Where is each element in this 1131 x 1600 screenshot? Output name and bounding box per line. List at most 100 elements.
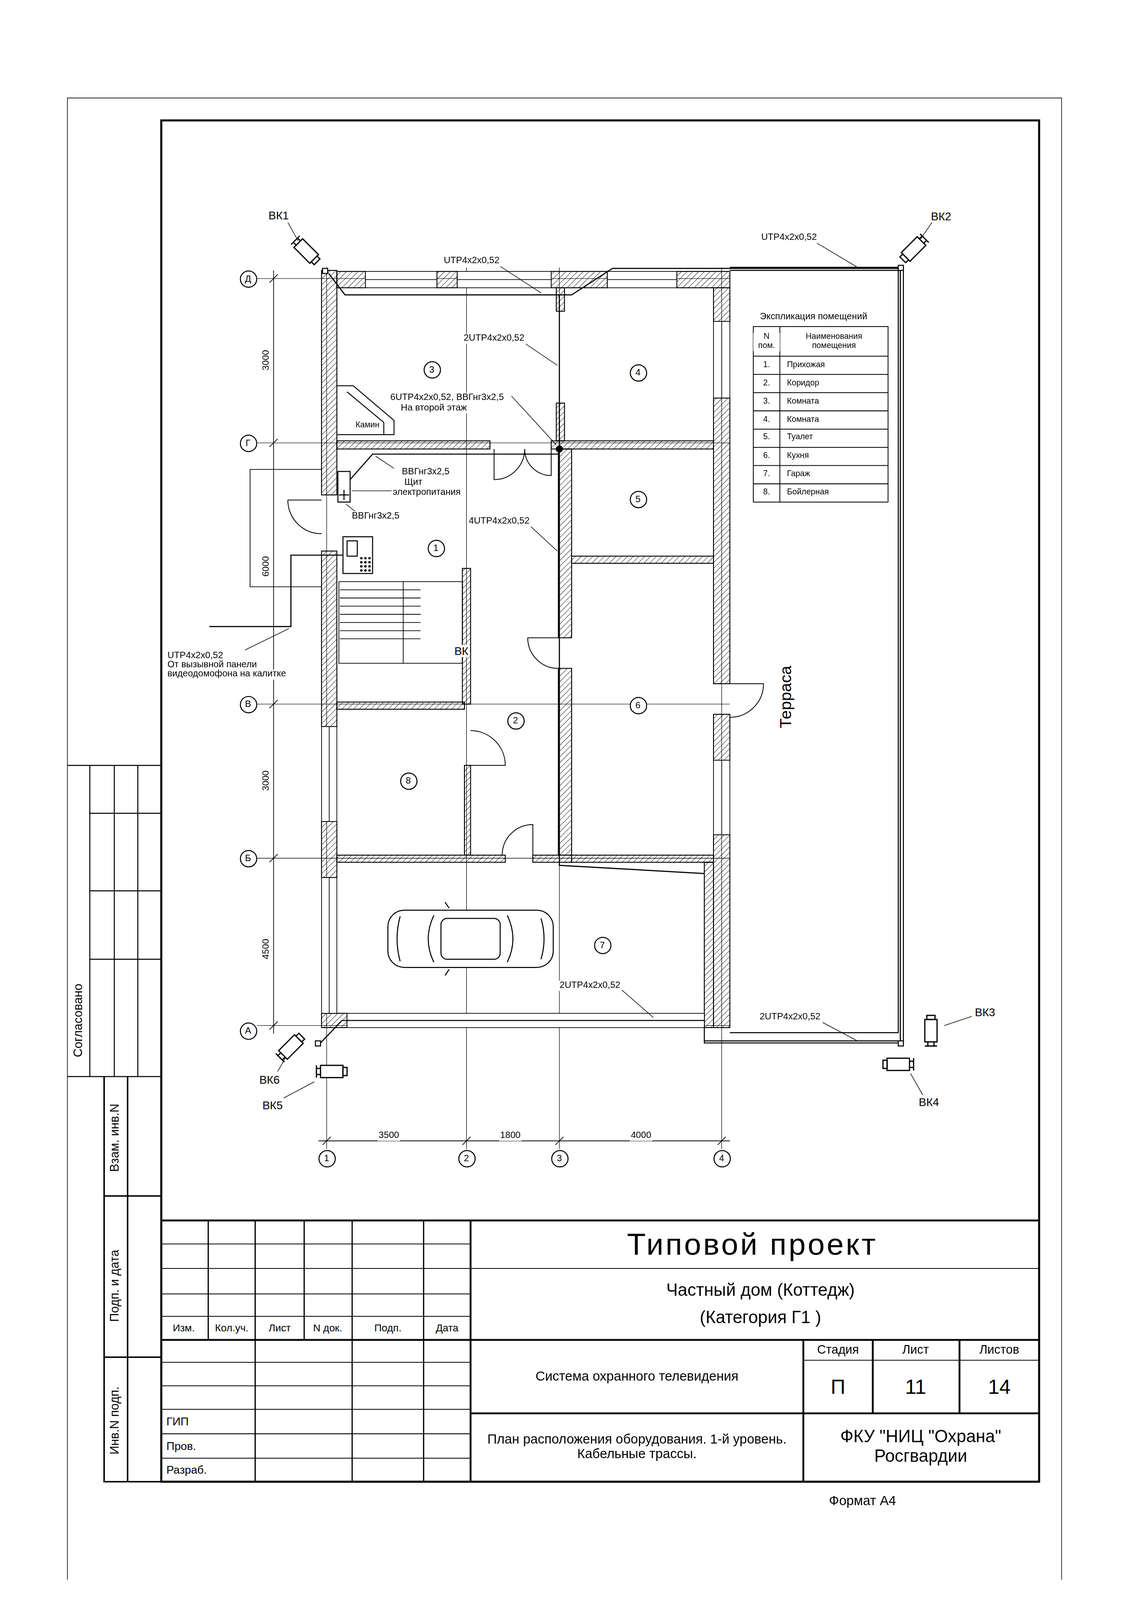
cable-note: От вызывной панели [166, 660, 258, 671]
dimension: 4000 [629, 1131, 652, 1142]
title-block-text: П [829, 1375, 847, 1399]
walls [336, 855, 506, 863]
node-text: 7 [599, 940, 605, 950]
dimension: 6000 [261, 555, 272, 578]
camera-mounts [315, 265, 904, 1047]
table-cell: Туалет [786, 433, 814, 444]
camera-mounts [898, 265, 904, 271]
leader-lines [244, 222, 972, 1099]
stamp-text: Подп. и дата [108, 1249, 123, 1324]
camera-label: ВК5 [261, 1099, 284, 1112]
table-title: Экспликация помещений [758, 312, 869, 323]
walls [713, 398, 730, 684]
walls [551, 271, 608, 288]
node-text: 8 [405, 776, 411, 786]
equipment-label: электропитания [391, 488, 462, 499]
walls [321, 270, 730, 1028]
car-illustration [387, 910, 553, 968]
porch-outline [250, 469, 322, 587]
intercom-monitor [343, 536, 373, 574]
windows [365, 271, 438, 288]
power-panel [338, 471, 351, 503]
dimension: 1800 [499, 1131, 522, 1142]
walls [336, 441, 490, 450]
stairs [339, 581, 421, 664]
title-block-title: Типовой проект [625, 1227, 879, 1262]
table-cell: 5. [762, 433, 772, 444]
title-block [161, 1220, 1040, 1483]
walls [321, 270, 338, 496]
table-cell: Комната [786, 415, 821, 425]
side-stamp [67, 765, 162, 1483]
table-cell: 6. [762, 452, 772, 462]
doors [287, 448, 764, 855]
room-number: 5 [629, 490, 647, 508]
windows [457, 279, 552, 281]
cable-routes [349, 454, 560, 480]
title-block [161, 1244, 1040, 1459]
camera-label: ВК2 [929, 210, 953, 223]
cable-label: UTP4x2x0,52 [442, 256, 501, 267]
node-text: 1 [323, 1153, 329, 1163]
intercom-monitor [368, 565, 371, 568]
terrace-outline [704, 267, 904, 1043]
cable-label: 6UTP4x2x0,52, ВВГнг3х2,5 [389, 393, 505, 404]
table-cell: 3. [762, 397, 772, 407]
intercom-monitor [359, 565, 363, 568]
dimension: 3000 [261, 769, 272, 793]
cable-label: На второй этаж [399, 403, 468, 414]
area-label: Терраса [776, 664, 795, 730]
node-text: Г [245, 438, 251, 448]
title-block-text: Пров. [165, 1440, 197, 1453]
title-block-text: Подп. [373, 1322, 403, 1335]
room-number: 3 [422, 360, 441, 379]
leader-lines [283, 1082, 315, 1099]
leader-lines [287, 222, 298, 241]
leader-lines [822, 1022, 858, 1042]
dimension-lines [273, 270, 730, 1142]
walls [558, 448, 572, 638]
cable-label: 2UTP4x2x0,52 [758, 1012, 822, 1023]
side-stamp [104, 1076, 162, 1482]
walls [676, 271, 730, 288]
walls [571, 855, 714, 863]
camera-label: ВК4 [917, 1096, 941, 1109]
doors [287, 500, 322, 534]
node-text: 6 [635, 700, 641, 710]
table-cell: 2. [762, 379, 772, 389]
node-text: В [244, 699, 251, 709]
camera-symbol [275, 1031, 306, 1063]
doors [524, 448, 552, 476]
equipment-label: Щит [403, 477, 424, 488]
node-text: А [244, 1026, 251, 1036]
terrace-outline [729, 270, 899, 1033]
camera-mounts [898, 1041, 904, 1047]
walls [704, 862, 714, 1028]
title-block-text: ГИП [165, 1415, 190, 1429]
riser-junction [555, 445, 563, 454]
title-block-text: Листов [978, 1343, 1021, 1358]
stamp-text: Взам. инв.N [108, 1103, 123, 1174]
equipment-label: Камин [354, 421, 381, 431]
camera-mounts [322, 268, 328, 274]
node-text: Д [244, 274, 252, 284]
car-illustration [441, 918, 501, 960]
windows [607, 279, 677, 281]
table-cell: Бойлерная [786, 488, 830, 498]
cable-routes [328, 273, 560, 296]
axis-bubble: Г [239, 434, 257, 452]
node-text: Б [244, 854, 251, 864]
table-cell: 7. [762, 470, 772, 480]
node-text: 3 [429, 364, 435, 375]
dimension-lines [269, 274, 278, 1031]
doors [527, 637, 559, 669]
fireplace-symbol [336, 385, 394, 435]
camera-symbol [275, 234, 937, 1079]
explication-table [753, 326, 888, 503]
windows [321, 726, 338, 822]
intercom-monitor [368, 557, 371, 560]
windows [328, 726, 330, 822]
doors [502, 824, 533, 856]
cable-label: 2UTP4x2x0,52 [462, 333, 526, 344]
